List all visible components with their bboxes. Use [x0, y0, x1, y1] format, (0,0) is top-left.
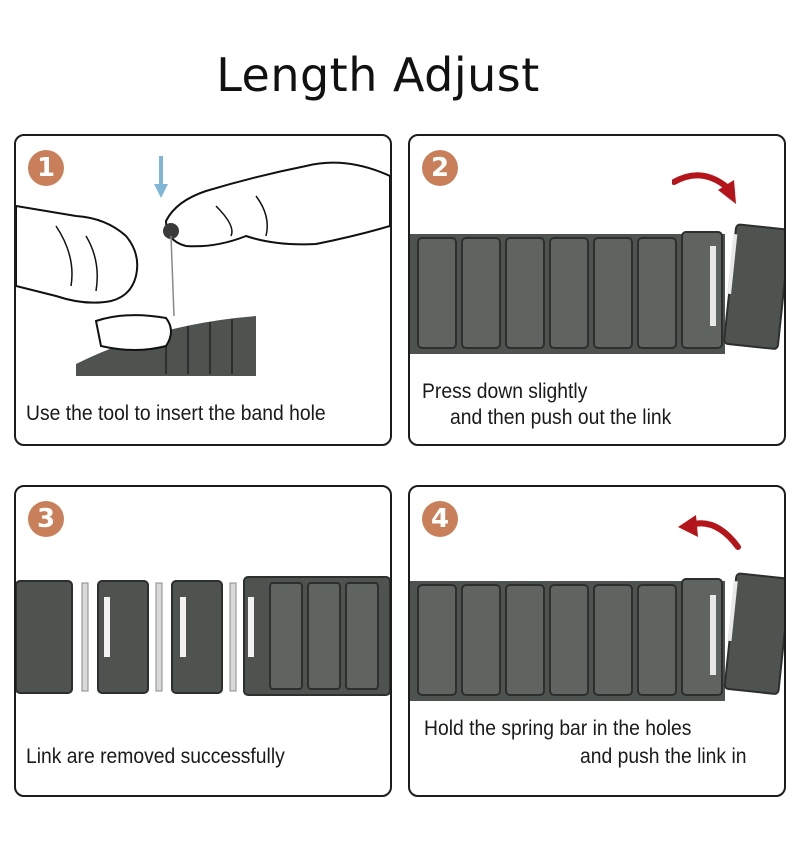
step-4-panel: 4 Hold the spring bar in the holes and p…: [408, 485, 786, 797]
band-link-push-out-illustration: [410, 223, 784, 354]
step-4-caption-line-2: and push the link in: [580, 745, 747, 768]
step-3-caption: Link are removed successfully: [26, 745, 285, 768]
step-1-badge: 1: [28, 150, 64, 186]
step-1-caption: Use the tool to insert the band hole: [26, 402, 326, 425]
removed-links-illustration: [16, 576, 390, 696]
step-2-panel: 2 Press down slightly and then push out …: [408, 134, 786, 446]
page-title: Length Adjust: [216, 48, 540, 102]
band-link-push-in-illustration: [410, 572, 784, 701]
curved-arrow-right-icon: [672, 172, 736, 204]
down-arrow-icon: [154, 156, 168, 198]
step-2-badge: 2: [422, 150, 458, 186]
curved-arrow-left-icon: [678, 515, 741, 550]
step-4-caption-line-1: Hold the spring bar in the holes: [424, 717, 692, 740]
step-3-panel: 3 Link are removed successfully: [14, 485, 392, 797]
step-2-caption-line-1: Press down slightly: [422, 380, 588, 403]
hands-tool-illustration: [16, 161, 390, 376]
step-1-panel: 1 Use the tool to insert the band hole: [14, 134, 392, 446]
step-4-badge: 4: [422, 501, 458, 537]
step-2-caption-line-2: and then push out the link: [450, 406, 672, 429]
step-3-badge: 3: [28, 501, 64, 537]
